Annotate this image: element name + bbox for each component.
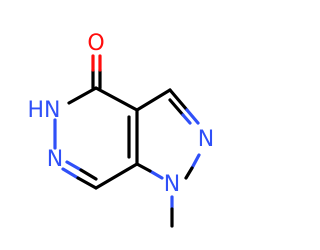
bond-c3-n2-a [168, 88, 189, 112]
bond-c3-n2-d [181, 113, 192, 125]
bond-n6-c7-c [65, 160, 83, 172]
molecule-canvas: O HN N N N [28, 31, 214, 228]
bond-n2-n1 [190, 153, 201, 170]
atom-n2: N [198, 127, 214, 152]
atom-n6: N [47, 147, 63, 172]
bond-c7-c7a [94, 162, 139, 190]
molecule-structure: O HN N N N [28, 31, 214, 228]
bond-n6-c7-d [79, 168, 98, 181]
atom-hn: HN [28, 98, 61, 123]
bond-n1-c7a-b [135, 162, 152, 173]
bond-c4-n5 [67, 86, 98, 105]
bond-n2-n1-b [184, 166, 194, 180]
bond-n1-c7a-a [148, 169, 164, 180]
atom-o: O [87, 31, 104, 56]
bond-c3-n2-c [168, 98, 185, 117]
atom-n1: N [164, 172, 180, 197]
bond-n6-c7-b [76, 176, 98, 190]
bond-c4-c3a [94, 86, 139, 112]
bond-n6-c7-a [61, 167, 80, 180]
bond-c3a-c3 [135, 88, 172, 112]
bond-c3-n2-b [185, 108, 200, 125]
